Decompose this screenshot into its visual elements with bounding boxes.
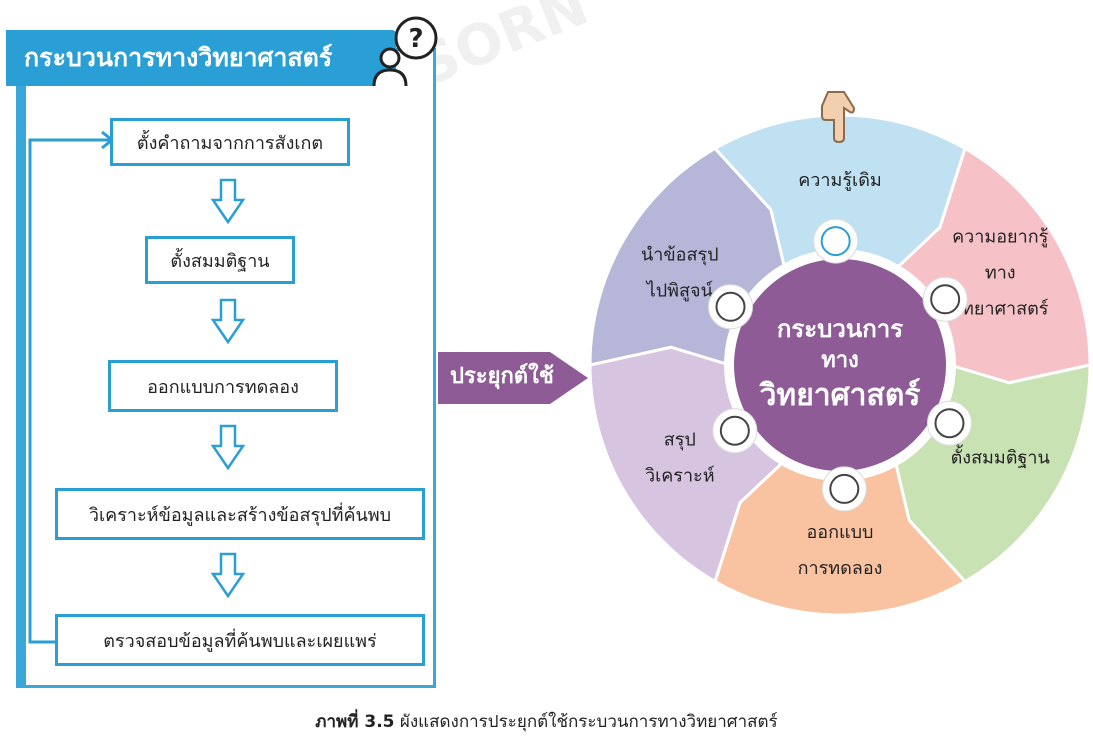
pointing-hand-icon [821,91,856,144]
magnifier-gear-icon [708,284,754,330]
person-question-icon: ? [372,16,438,87]
step-box: ออกแบบการทดลอง [108,360,338,412]
center-label: ทาง [821,348,859,373]
pencil-icon [821,466,867,512]
caption-label: ภาพที่ 3.5 [315,712,395,732]
segment-label: ความรู้เดิม [798,170,882,191]
question-icon [926,400,972,446]
segment-label: วิเคราะห์ [645,466,715,487]
caption-text: ผังแสดงการประยุกต์ใช้กระบวนการทางวิทยาศา… [399,712,778,732]
target-icon [712,408,758,454]
center-label: กระบวนการ [777,315,903,343]
segment-label: ตั้งสมมติฐาน [951,445,1050,469]
segment-label: ไปพิสูจน์ [645,280,713,302]
segment-label: วิทยาศาสตร์ [952,299,1049,320]
segment-label: การทดลอง [798,558,883,579]
down-arrow-icon [210,178,246,225]
step-box: ตรวจสอบข้อมูลที่ค้นพบและเผยแพร่ [55,614,425,666]
segment-label: ออกแบบ [807,522,874,543]
center-circle [734,259,946,471]
down-arrows [210,178,246,599]
apply-label: ประยุกต์ใช้ [450,364,554,389]
atom-icon [922,276,968,322]
segment-label: สรุป [664,430,696,451]
panel-title: กระบวนการทางวิทยาศาสตร์ [6,30,396,86]
book-icon [813,218,859,264]
apply-arrow [438,352,588,404]
segment-label: นำข้อสรุป [641,245,719,266]
down-arrow-icon [210,552,246,599]
figure-caption: ภาพที่ 3.5 ผังแสดงการประยุกต์ใช้กระบวนกา… [0,708,1093,735]
segment-label: ความอยากรู้ [952,227,1048,248]
step-box: ตั้งสมมติฐาน [145,236,295,284]
step-box: วิเคราะห์ข้อมูลและสร้างข้อสรุปที่ค้นพบ [55,488,425,540]
svg-text:?: ? [408,24,423,54]
step-box: ตั้งคำถามจากการสังเกต [110,118,350,166]
center-label: วิทยาศาสตร์ [758,378,920,413]
down-arrow-icon [210,424,246,471]
down-arrow-icon [210,298,246,345]
segment-label: ทาง [985,263,1016,284]
